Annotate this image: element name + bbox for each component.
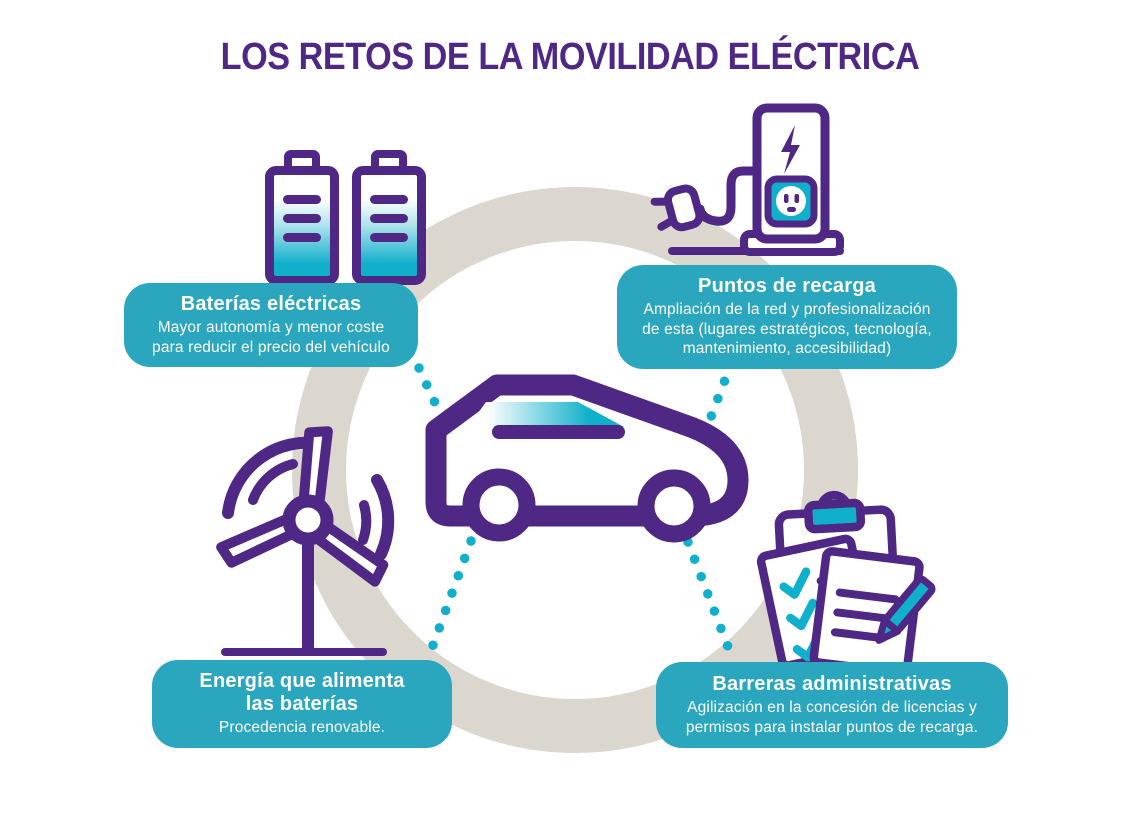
callout-title: Puntos de recarga xyxy=(698,275,876,297)
battery-cell-2 xyxy=(352,150,426,285)
battery-cell-1 xyxy=(265,150,339,285)
car-rear-wheel xyxy=(637,469,711,543)
car-window xyxy=(468,402,624,427)
callout-body: Mayor autonomía y menor coste para reduc… xyxy=(152,319,390,356)
battery-icon xyxy=(265,150,426,285)
clipboard-checklist-icon xyxy=(756,490,936,677)
turbine-hub xyxy=(282,494,334,546)
callout-body: Agilización en la concesión de licencias… xyxy=(685,698,979,736)
battery-charge-bar xyxy=(283,233,321,242)
callout-puntos-de-recarga: Puntos de recarga Ampliación de la red y… xyxy=(617,265,957,369)
charging-station-icon xyxy=(650,103,844,256)
battery-charge-bar xyxy=(370,214,408,223)
lightning-bolt-icon xyxy=(781,125,800,174)
callout-energia-renovable: Energía que alimenta las baterías Proced… xyxy=(152,660,452,748)
car-front-wheel xyxy=(462,468,536,542)
callout-title: Energía que alimenta las baterías xyxy=(199,670,405,715)
callout-body: Ampliación de la red y profesionalizació… xyxy=(642,301,932,358)
battery-charge-bar xyxy=(370,233,408,242)
callout-title: Barreras administrativas xyxy=(712,672,952,695)
connector-bottom-right xyxy=(683,537,738,665)
battery-charge-bar xyxy=(283,195,321,204)
callout-baterias-electricas: Baterías eléctricas Mayor autonomía y me… xyxy=(124,283,418,368)
electric-car-icon xyxy=(425,374,749,543)
charging-plug xyxy=(650,184,704,232)
socket-icon xyxy=(764,175,818,228)
battery-charge-bar xyxy=(370,195,408,204)
charging-cable xyxy=(695,166,762,226)
connector-top-right xyxy=(701,359,736,435)
battery-charge-bar xyxy=(283,214,321,223)
wind-turbine-icon xyxy=(216,426,395,656)
callout-title: Baterías eléctricas xyxy=(180,293,362,315)
page-title: LOS RETOS DE LA MOVILIDAD ELÉCTRICA xyxy=(220,36,920,78)
connector-bottom-left xyxy=(423,536,476,664)
pen-icon xyxy=(875,575,936,644)
callout-body: Procedencia renovable. xyxy=(218,719,386,736)
callout-barreras-administrativas: Barreras administrativas Agilización en … xyxy=(656,662,1008,748)
